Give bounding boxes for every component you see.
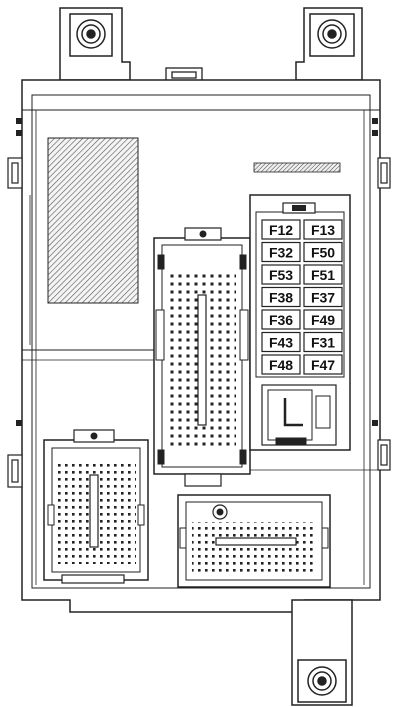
fuse-label: F47 bbox=[311, 357, 335, 373]
connector-lower-center bbox=[177, 494, 331, 588]
fuse-label: F49 bbox=[311, 312, 335, 328]
fuse-slot bbox=[303, 264, 343, 285]
fuse-label: F50 bbox=[311, 245, 335, 261]
fuse-slot bbox=[303, 219, 343, 240]
mounting-ear-bottom bbox=[291, 599, 353, 706]
fuse-label: F32 bbox=[269, 245, 293, 261]
fuse-label: F12 bbox=[269, 222, 293, 238]
fuse-slot bbox=[303, 241, 343, 263]
fuse-label: F13 bbox=[311, 222, 335, 238]
fuse-slot bbox=[261, 309, 301, 330]
hatched-strip bbox=[253, 162, 341, 173]
fuse-slot bbox=[261, 219, 301, 240]
hatched-label-area bbox=[47, 137, 139, 304]
fuse-slot bbox=[261, 331, 301, 353]
fuse-label: F51 bbox=[311, 267, 335, 283]
side-tab-right-upper bbox=[377, 157, 391, 189]
fuse-slot bbox=[261, 286, 301, 308]
side-tab-left-lower bbox=[7, 454, 23, 488]
top-clip bbox=[165, 67, 203, 83]
fuse-label: F36 bbox=[269, 312, 293, 328]
fuse-slot bbox=[261, 241, 301, 263]
connector-center bbox=[153, 227, 251, 487]
fuse-label: F48 bbox=[269, 357, 293, 373]
fuse-slot bbox=[303, 286, 343, 308]
fuse-slot bbox=[303, 309, 343, 330]
small-marks bbox=[16, 118, 378, 426]
fuse-label: F53 bbox=[269, 267, 293, 283]
fuse-label: F38 bbox=[269, 290, 293, 306]
side-tab-left-upper bbox=[7, 157, 23, 189]
mounting-ear-top-left bbox=[59, 7, 131, 81]
side-tab-right-lower bbox=[377, 439, 391, 471]
fuse-label: F43 bbox=[269, 335, 293, 351]
fuse-label: F31 bbox=[311, 335, 335, 351]
fuse-slot bbox=[303, 354, 343, 375]
mounting-ear-top-right bbox=[295, 7, 363, 81]
relay bbox=[261, 384, 337, 446]
fuse-slot bbox=[303, 331, 343, 353]
fuse-slot bbox=[261, 354, 301, 375]
fuse-label: F37 bbox=[311, 290, 335, 306]
fuse-slot bbox=[261, 264, 301, 285]
connector-lower-left bbox=[43, 429, 149, 584]
